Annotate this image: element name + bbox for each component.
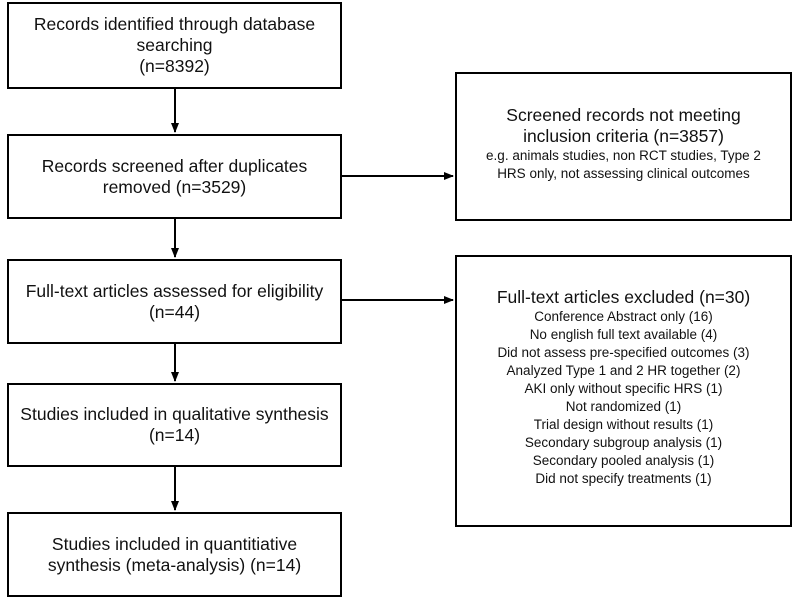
box-text-line: Records screened after duplicates: [41, 155, 308, 176]
screened-excluded-box: Screened records not meeting inclusion c…: [455, 72, 792, 221]
exclusion-reason: Secondary subgroup analysis (1): [524, 435, 723, 450]
excluded-title-line: inclusion criteria (n=3857): [523, 125, 724, 146]
records-identified-box: Records identified through database sear…: [7, 2, 342, 89]
exclusion-reason: Did not assess pre-specified outcomes (3…: [497, 345, 750, 360]
box-text-line: Records identified through database: [33, 14, 316, 34]
box-text-line: Studies included in qualitative synthesi…: [20, 404, 329, 424]
box-text-line: Studies included in quantitiative: [51, 533, 298, 554]
exclusion-reason: Not randomized (1): [565, 399, 682, 414]
box-text-line: (n=44): [148, 301, 201, 322]
qualitative-synthesis-box: Studies included in qualitative synthesi…: [7, 383, 342, 467]
box-text-line: (n=8392): [139, 56, 210, 76]
box-text-line: Full-text articles assessed for eligibil…: [25, 280, 324, 301]
quantitative-synthesis-box: Studies included in quantitiative synthe…: [7, 512, 342, 597]
excluded-detail-line: HRS only, not assessing clinical outcome…: [497, 165, 750, 181]
fulltext-excluded-title: Full-text articles excluded (n=30): [496, 287, 751, 307]
box-text-line: (n=14): [148, 425, 201, 445]
box-text-line: synthesis (meta-analysis) (n=14): [47, 554, 302, 575]
exclusion-reason: AKI only without specific HRS (1): [524, 381, 723, 396]
box-text-line: removed (n=3529): [102, 176, 247, 197]
records-screened-box: Records screened after duplicates remove…: [7, 134, 342, 219]
excluded-detail-line: e.g. animals studies, non RCT studies, T…: [486, 147, 761, 163]
exclusion-reason: Conference Abstract only (16): [534, 309, 713, 324]
fulltext-assessed-box: Full-text articles assessed for eligibil…: [7, 259, 342, 344]
box-text-line: searching: [136, 35, 213, 55]
exclusion-reason: No english full text available (4): [529, 327, 718, 342]
exclusion-reason: Secondary pooled analysis (1): [532, 453, 715, 468]
exclusion-reason: Did not specify treatments (1): [535, 471, 712, 486]
fulltext-excluded-box: Full-text articles excluded (n=30) Confe…: [455, 255, 792, 527]
excluded-title-line: Screened records not meeting: [506, 104, 741, 125]
exclusion-reason: Trial design without results (1): [533, 417, 714, 432]
exclusion-reason: Analyzed Type 1 and 2 HR together (2): [506, 363, 741, 378]
